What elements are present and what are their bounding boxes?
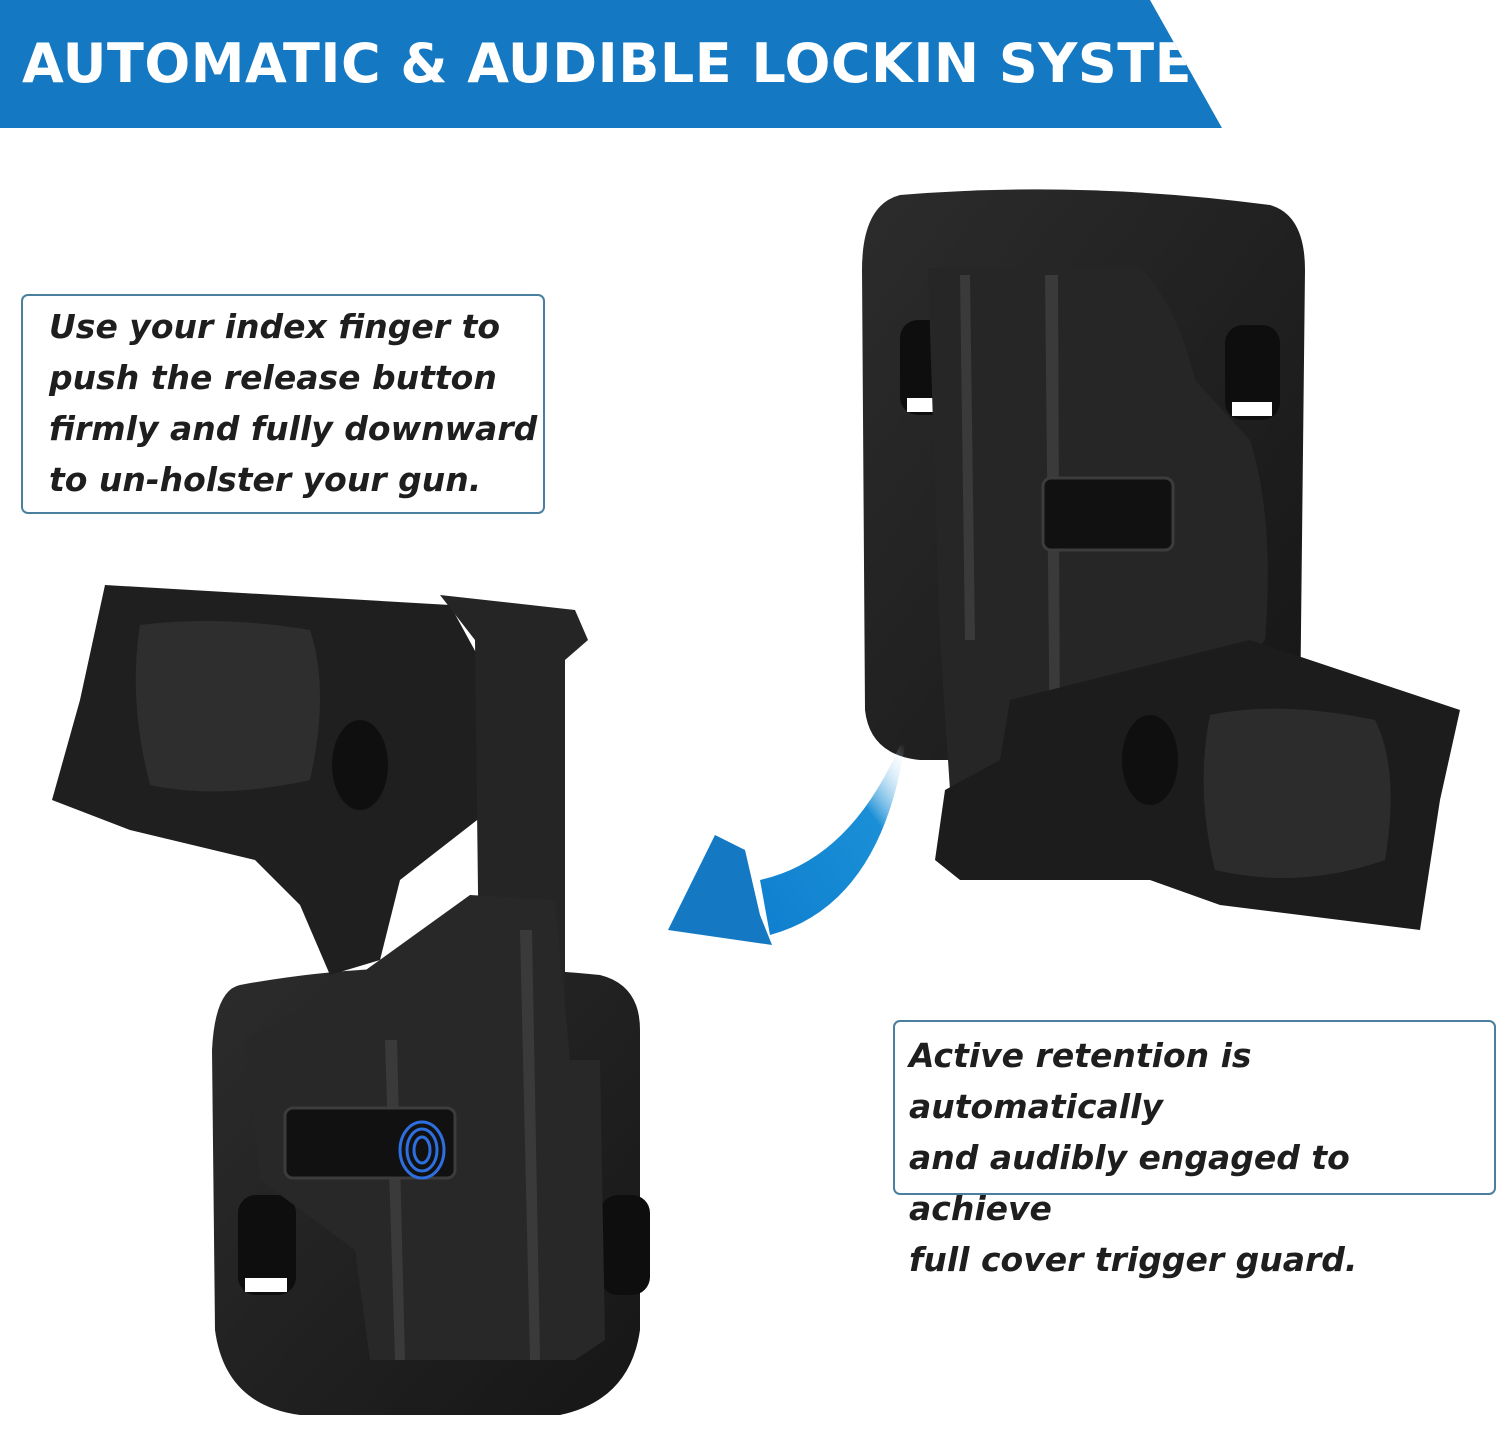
header-banner: AUTOMATIC & AUDIBLE LOCKIN SYSTEM bbox=[0, 0, 1222, 128]
belt-clip-left-2 bbox=[238, 1195, 296, 1295]
release-instruction-callout: Use your index finger to push the releas… bbox=[21, 294, 545, 514]
holstered-pistol-right bbox=[862, 189, 1460, 930]
fingerprint-icon bbox=[398, 1120, 446, 1180]
release-button-right bbox=[1041, 476, 1175, 552]
retention-info-text: Active retention is automatically and au… bbox=[909, 1036, 1358, 1279]
banner-title: AUTOMATIC & AUDIBLE LOCKIN SYSTEM bbox=[22, 32, 1247, 95]
unholstered-pistol-left bbox=[52, 585, 650, 1415]
curved-arrow-icon bbox=[668, 745, 905, 945]
release-instruction-text: Use your index finger to push the releas… bbox=[49, 307, 538, 499]
belt-clip-right-2 bbox=[600, 1195, 650, 1295]
retention-info-callout: Active retention is automatically and au… bbox=[893, 1020, 1496, 1279]
belt-clip-right bbox=[1225, 325, 1280, 420]
